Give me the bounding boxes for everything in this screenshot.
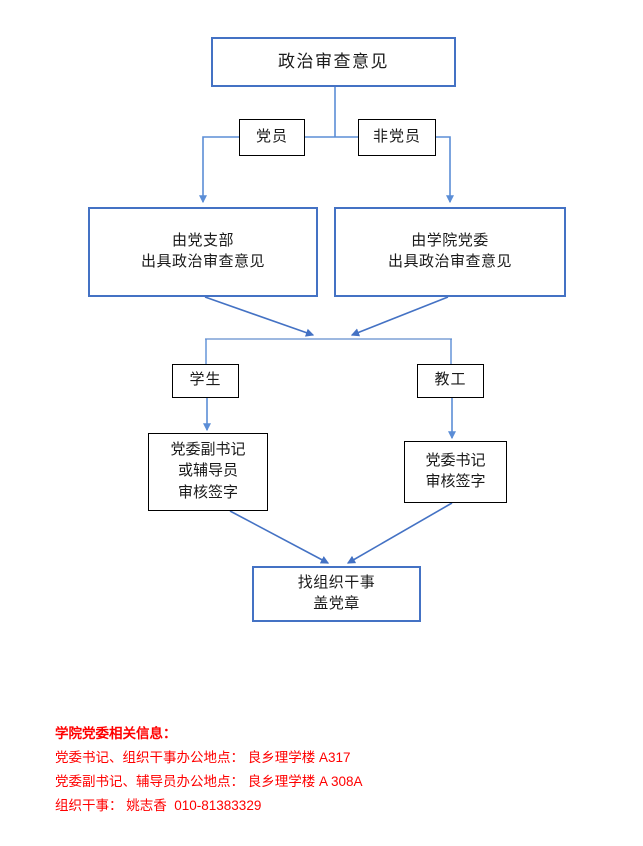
node-final-line-2: 盖党章 xyxy=(313,596,360,612)
node-deputy-secretary-signoff[interactable]: 党委副书记 或辅导员 审核签字 xyxy=(148,433,268,511)
node-party-secretary-line-2: 审核签字 xyxy=(425,474,486,490)
node-deputy-secretary-line-2: 或辅导员 xyxy=(177,463,238,480)
label-staff[interactable]: 教工 xyxy=(417,364,484,398)
footer-line-2: 党委副书记、辅导员办公地点： 良乡理学楼 A 308A xyxy=(55,774,363,789)
node-political-review-opinion[interactable]: 政治审查意见 xyxy=(211,37,456,87)
node-deputy-secretary-line-1: 党委副书记 xyxy=(170,442,246,459)
connector-committee-to-merge xyxy=(350,296,449,337)
label-party-member-text: 党员 xyxy=(255,128,288,145)
footer-heading: 学院党委相关信息： xyxy=(55,726,177,741)
node-deputy-secretary-line-3: 审核签字 xyxy=(177,484,238,501)
node-college-committee-line-2: 出具政治审查意见 xyxy=(387,254,512,270)
node-final-line-1: 找组织干事 xyxy=(297,574,376,591)
label-student[interactable]: 学生 xyxy=(172,364,239,398)
node-party-branch-line-2: 出具政治审查意见 xyxy=(140,254,265,270)
label-non-party-member[interactable]: 非党员 xyxy=(358,119,436,156)
node-find-organization-officer-stamp[interactable]: 找组织干事 盖党章 xyxy=(252,566,421,622)
node-top-line-1: 政治审查意见 xyxy=(278,51,389,71)
label-party-member[interactable]: 党员 xyxy=(239,119,305,156)
node-party-branch-line-1: 由党支部 xyxy=(171,232,234,249)
label-non-party-member-text: 非党员 xyxy=(372,128,421,145)
node-party-secretary-signoff[interactable]: 党委书记 审核签字 xyxy=(404,441,507,503)
footer-contact-info: 学院党委相关信息： 党委书记、组织干事办公地点： 良乡理学楼 A317 党委副书… xyxy=(55,722,363,818)
node-party-secretary-line-1: 党委书记 xyxy=(425,452,486,469)
connector-branch-to-merge xyxy=(204,296,315,337)
connector-member-to-branch xyxy=(199,136,239,204)
node-party-branch-issues-opinion[interactable]: 由党支部 出具政治审查意见 xyxy=(88,207,318,297)
connector-nonmember-to-committee xyxy=(436,136,454,204)
label-student-text: 学生 xyxy=(189,372,222,389)
footer-line-3: 组织干事： 姚志香 010-81383329 xyxy=(55,798,262,813)
connector-secretary-to-final xyxy=(346,502,453,564)
node-college-committee-issues-opinion[interactable]: 由学院党委 出具政治审查意见 xyxy=(334,207,566,297)
footer-line-1: 党委书记、组织干事办公地点： 良乡理学楼 A317 xyxy=(55,750,351,765)
connector-deputy-to-final xyxy=(229,510,330,564)
node-college-committee-line-1: 由学院党委 xyxy=(411,232,489,249)
label-staff-text: 教工 xyxy=(434,372,467,389)
